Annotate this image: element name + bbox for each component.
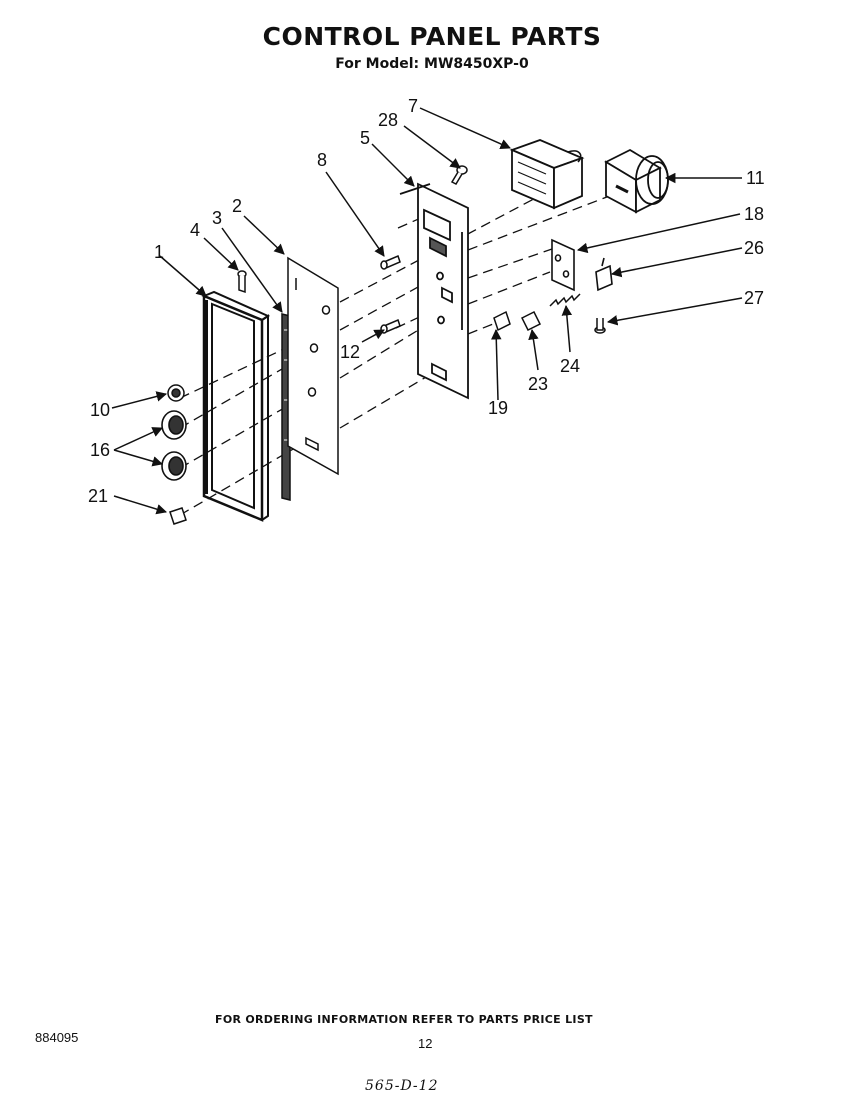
callout-21: 21	[88, 486, 108, 506]
callout-2: 2	[232, 196, 242, 216]
model-subtitle: For Model: MW8450XP-0	[335, 56, 529, 72]
actuator-23	[520, 310, 542, 332]
screw-8	[380, 254, 401, 270]
spring-24	[549, 293, 581, 307]
callout-11: 11	[746, 168, 765, 188]
callout-18: 18	[744, 204, 764, 224]
bezel-frame	[201, 290, 271, 522]
alignment-lines	[179, 184, 621, 516]
callout-12: 12	[340, 342, 360, 362]
plunger-19	[493, 310, 511, 332]
callout-10: 10	[90, 400, 110, 420]
knob-10	[167, 384, 185, 402]
latch-26	[595, 257, 613, 292]
callout-19: 19	[488, 398, 508, 418]
ordering-note: FOR ORDERING INFORMATION REFER TO PARTS …	[215, 1013, 593, 1026]
callout-28: 28	[378, 110, 398, 130]
callout-5: 5	[360, 128, 370, 148]
callout-3: 3	[212, 208, 222, 228]
knob-16-lower	[161, 451, 187, 481]
handwritten-code: 565-D-12	[365, 1078, 439, 1094]
screw-12	[380, 318, 401, 334]
page-title: CONTROL PANEL PARTS	[262, 22, 602, 51]
panel-plate	[287, 256, 339, 476]
callout-23: 23	[528, 374, 548, 394]
leader-arrows	[111, 107, 743, 515]
callout-1: 1	[154, 242, 164, 262]
callout-8: 8	[317, 150, 327, 170]
callout-4: 4	[190, 220, 200, 240]
mounting-bracket	[399, 182, 469, 400]
callout-7: 7	[408, 96, 418, 116]
knob-16-upper	[161, 410, 187, 440]
clip-21	[169, 507, 187, 525]
switch-bracket	[551, 238, 575, 292]
screw-27	[594, 318, 606, 334]
document-number: 884095	[35, 1030, 79, 1045]
callout-26: 26	[744, 238, 764, 258]
callout-27: 27	[744, 288, 764, 308]
screw-28	[450, 165, 468, 185]
transformer	[509, 139, 585, 210]
screw-4	[237, 270, 247, 294]
timer-motor	[604, 148, 669, 214]
callout-24: 24	[560, 356, 580, 376]
page-number: 12	[418, 1036, 433, 1051]
callout-16: 16	[90, 440, 110, 460]
